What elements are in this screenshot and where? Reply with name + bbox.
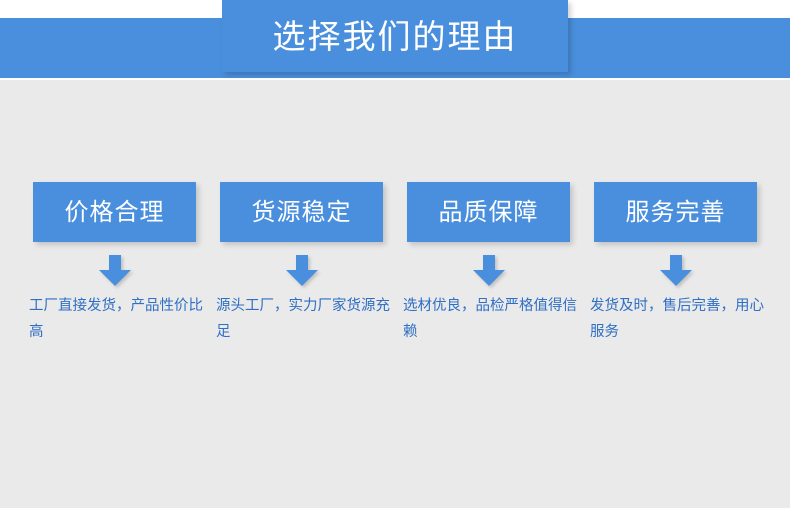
feature-card-price[interactable]: 价格合理 — [33, 182, 196, 242]
feature-description: 源头工厂，实力厂家货源充足 — [216, 298, 390, 340]
feature-card-label: 货源稳定 — [251, 198, 352, 226]
arrow-down-icon — [285, 255, 318, 286]
arrow-down-icon — [659, 255, 692, 286]
arrow-down-icon — [472, 255, 505, 286]
feature-card-service[interactable]: 服务完善 — [594, 182, 757, 242]
feature-card-quality[interactable]: 品质保障 — [407, 182, 570, 242]
header-title-box: 选择我们的理由 — [222, 0, 568, 72]
feature-list: 价格合理 工厂直接发货，产品性价比高 货源稳定 源头工厂，实力厂家货源充足 品质… — [29, 182, 764, 345]
page-header: 选择我们的理由 — [0, 0, 790, 80]
feature-card-label: 服务完善 — [625, 198, 726, 226]
feature-description: 发货及时，售后完善，用心服务 — [590, 298, 764, 340]
feature-card-label: 价格合理 — [64, 198, 165, 226]
feature-item: 价格合理 工厂直接发货，产品性价比高 — [29, 182, 203, 345]
feature-description: 选材优良，品检严格值得信赖 — [403, 298, 577, 340]
feature-item: 品质保障 选材优良，品检严格值得信赖 — [403, 182, 577, 345]
feature-card-supply[interactable]: 货源稳定 — [220, 182, 383, 242]
arrow-down-icon — [98, 255, 131, 286]
feature-description: 工厂直接发货，产品性价比高 — [29, 298, 203, 340]
feature-item: 货源稳定 源头工厂，实力厂家货源充足 — [216, 182, 390, 345]
feature-card-label: 品质保障 — [438, 198, 539, 226]
page-title: 选择我们的理由 — [272, 16, 518, 56]
feature-item: 服务完善 发货及时，售后完善，用心服务 — [590, 182, 764, 345]
